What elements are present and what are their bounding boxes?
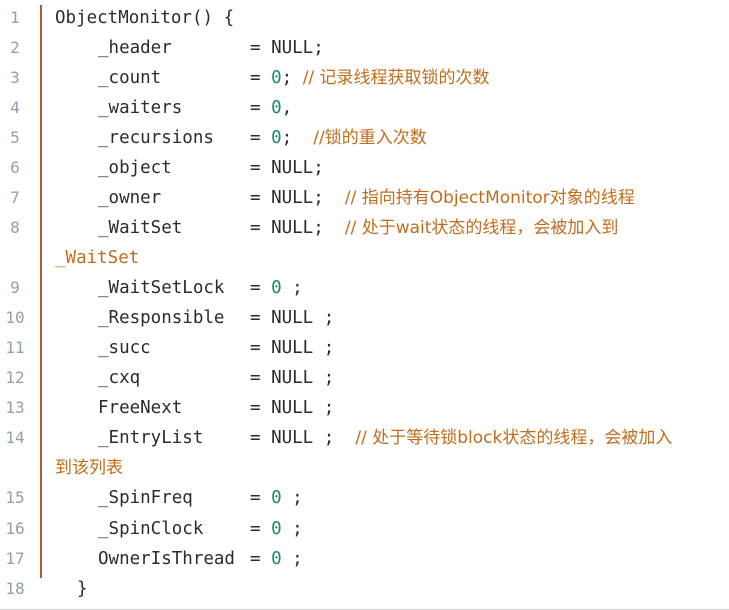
field-name: _object [98, 158, 172, 178]
code-comment-wrap: _WaitSet [55, 248, 140, 268]
value: NULL [271, 428, 314, 448]
field-name: _SpinFreq [98, 488, 193, 508]
code-line: 11 _succ= NULL ; [0, 333, 729, 363]
line-number: 17 [5, 549, 25, 568]
line-number: 12 [5, 368, 25, 387]
field-name: _owner [98, 188, 162, 208]
code-text: ObjectMonitor() { [55, 8, 235, 28]
line-number: 5 [10, 128, 20, 147]
number-literal: 0 [271, 98, 282, 118]
number-literal: 0 [271, 519, 282, 539]
field-name: FreeNext [98, 398, 183, 418]
field-name: _WaitSetLock [98, 278, 225, 298]
code-line: 10 _Responsible= NULL ; [0, 303, 729, 333]
field-name: _EntryList [98, 428, 204, 448]
line-number: 8 [10, 218, 20, 237]
line-number: 2 [10, 38, 20, 57]
field-name: _SpinClock [98, 519, 204, 539]
code-line: 13 FreeNext= NULL ; [0, 393, 729, 423]
line-number: 14 [5, 428, 25, 447]
code-comment: // 记录线程获取锁的次数 [302, 68, 490, 88]
field-name: _header [98, 38, 172, 58]
line-number: 13 [5, 398, 25, 417]
code-text: } [77, 579, 88, 599]
line-number: 7 [10, 188, 20, 207]
field-name: _waiters [98, 98, 183, 118]
code-line: 12 _cxq= NULL ; [0, 363, 729, 393]
code-line: 7 _owner= NULL; // 指向持有ObjectMonitor对象的线… [0, 183, 729, 213]
value: NULL [271, 158, 314, 178]
code-comment: // 处于wait状态的线程，会被加入到 [344, 218, 619, 238]
number-literal: 0 [271, 549, 282, 569]
code-line: 2 _header= NULL; [0, 33, 729, 63]
value: NULL [271, 368, 314, 388]
code-line: 18 } [0, 574, 729, 604]
code-line: 9 _WaitSetLock= 0 ; [0, 273, 729, 303]
code-line: 16 _SpinClock= 0 ; [0, 514, 729, 544]
line-number: 4 [10, 98, 20, 117]
code-line: 1 ObjectMonitor() { [0, 3, 729, 33]
value: NULL [271, 308, 314, 328]
value: NULL [271, 218, 314, 238]
code-line: 5 _recursions= 0; //锁的重入次数 [0, 123, 729, 153]
field-name: _count [98, 68, 162, 88]
number-literal: 0 [271, 488, 282, 508]
number-literal: 0 [271, 128, 282, 148]
line-number: 18 [5, 579, 25, 598]
line-number: 9 [10, 278, 20, 297]
code-line: 3 _count= 0; // 记录线程获取锁的次数 [0, 63, 729, 93]
code-comment-wrap: 到该列表 [55, 458, 123, 478]
field-name: _Responsible [98, 308, 225, 328]
code-line-wrap: 到该列表 [0, 453, 729, 483]
field-name: OwnerIsThread [98, 549, 235, 569]
code-line: 15 _SpinFreq= 0 ; [0, 483, 729, 513]
code-line: 14 _EntryList= NULL ; // 处于等待锁block状态的线程… [0, 423, 729, 453]
accent-bar [40, 5, 42, 578]
code-comment: // 处于等待锁block状态的线程，会被加入 [355, 428, 673, 448]
code-line: 4 _waiters= 0, [0, 93, 729, 123]
line-number: 1 [10, 8, 20, 27]
code-line: 6 _object= NULL; [0, 153, 729, 183]
value: NULL [271, 188, 314, 208]
field-name: _succ [98, 338, 151, 358]
code-comment: // 指向持有ObjectMonitor对象的线程 [344, 188, 635, 208]
value: NULL [271, 398, 314, 418]
line-number: 10 [5, 308, 25, 327]
number-literal: 0 [271, 68, 282, 88]
field-name: _WaitSet [98, 218, 183, 238]
line-number: 6 [10, 158, 20, 177]
code-line-wrap: _WaitSet [0, 243, 729, 273]
field-name: _cxq [98, 368, 141, 388]
code-line: 17 OwnerIsThread= 0 ; [0, 544, 729, 574]
value: NULL [271, 338, 314, 358]
field-name: _recursions [98, 128, 214, 148]
code-line: 8 _WaitSet= NULL; // 处于wait状态的线程，会被加入到 [0, 213, 729, 243]
code-comment: //锁的重入次数 [313, 128, 427, 148]
line-number: 15 [5, 488, 25, 507]
line-number: 16 [5, 519, 25, 538]
line-number: 11 [5, 338, 25, 357]
line-number: 3 [10, 68, 20, 87]
value: NULL [271, 38, 314, 58]
number-literal: 0 [271, 278, 282, 298]
